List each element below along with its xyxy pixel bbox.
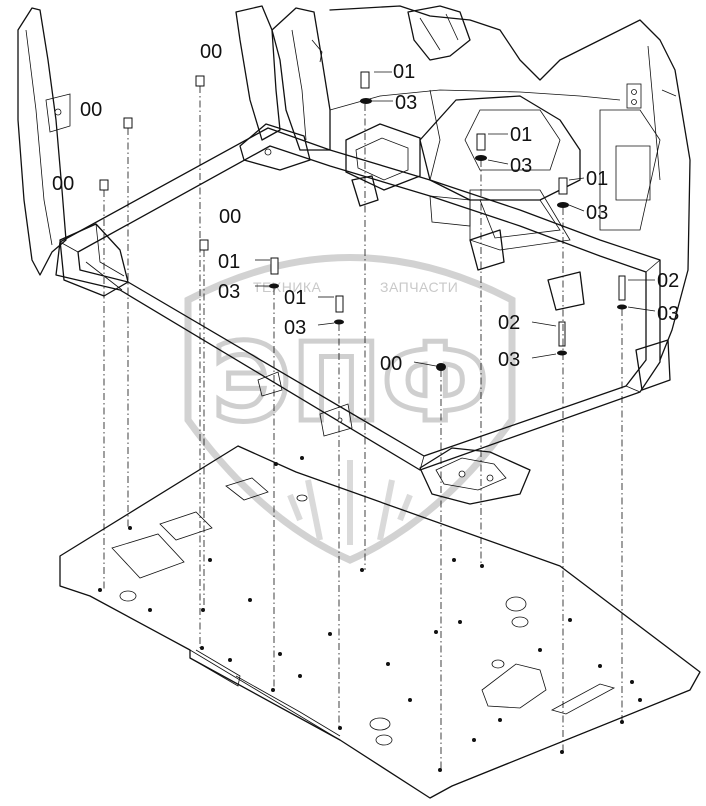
rear-mount-b bbox=[547, 271, 585, 311]
watermark-text-left: ТЕХНИКА bbox=[253, 279, 322, 295]
callout-c3: 00 bbox=[52, 173, 74, 195]
watermark-emblem: ЭПФ bbox=[212, 321, 489, 446]
callout-c6: 01 bbox=[510, 124, 532, 146]
leader-lines bbox=[255, 71, 656, 367]
rear-recess bbox=[469, 189, 571, 251]
floor-plate bbox=[59, 445, 701, 799]
callout-c8: 01 bbox=[586, 168, 608, 190]
pillar-bracket bbox=[45, 93, 71, 133]
watermark-shield-shape bbox=[184, 254, 516, 564]
floor-plate-outline bbox=[59, 445, 701, 799]
callout-c14: 03 bbox=[284, 317, 306, 339]
callout-c1: 00 bbox=[200, 41, 222, 63]
callout-c9: 03 bbox=[586, 202, 608, 224]
callout-c17: 02 bbox=[498, 312, 520, 334]
callout-c7: 03 bbox=[510, 155, 532, 177]
plate-cutout-2 bbox=[159, 511, 213, 541]
callout-c18: 00 bbox=[380, 353, 402, 375]
plate-cutout-1 bbox=[111, 533, 185, 579]
rear-window-bracket bbox=[407, 5, 471, 61]
center-bracket bbox=[345, 123, 421, 191]
assembly-lines bbox=[103, 86, 623, 770]
callout-c15: 02 bbox=[657, 270, 679, 292]
callout-c10: 00 bbox=[219, 206, 241, 228]
callout-c16: 03 bbox=[657, 303, 679, 325]
front-left-pillar bbox=[17, 7, 67, 276]
bolt-icon bbox=[99, 71, 626, 347]
rear-left-pillar bbox=[235, 5, 281, 141]
rear-left-corner bbox=[239, 123, 311, 171]
callout-c4: 01 bbox=[393, 61, 415, 83]
rear-mount-a bbox=[469, 229, 505, 271]
right-bracket bbox=[626, 83, 642, 109]
front-right-corner bbox=[419, 447, 531, 505]
front-left-corner bbox=[59, 223, 129, 297]
callout-c11: 01 bbox=[218, 251, 240, 273]
callout-c19: 03 bbox=[498, 349, 520, 371]
callout-c12: 03 bbox=[218, 281, 240, 303]
watermark-wheat-icon bbox=[287, 460, 413, 545]
callout-c5: 03 bbox=[395, 92, 417, 114]
plate-cutout-3 bbox=[225, 477, 269, 501]
plate-cutout-5 bbox=[550, 683, 616, 715]
right-rear-panel bbox=[599, 109, 661, 231]
washer-icon bbox=[269, 98, 627, 371]
plate-cutout-4 bbox=[481, 663, 547, 709]
fasteners bbox=[99, 71, 627, 371]
callout-c13: 01 bbox=[284, 287, 306, 309]
callout-labels: 00 00 00 01 03 01 03 01 03 00 01 03 01 0… bbox=[52, 41, 679, 375]
rear-wall-outline bbox=[329, 5, 691, 361]
rear-mount-c bbox=[635, 339, 671, 391]
callout-c2: 00 bbox=[80, 99, 102, 121]
watermark-text-right: ЗАПЧАСТИ bbox=[380, 279, 458, 295]
watermark: ЭПФ ТЕХНИКА ЗАПЧАСТИ bbox=[184, 254, 516, 564]
